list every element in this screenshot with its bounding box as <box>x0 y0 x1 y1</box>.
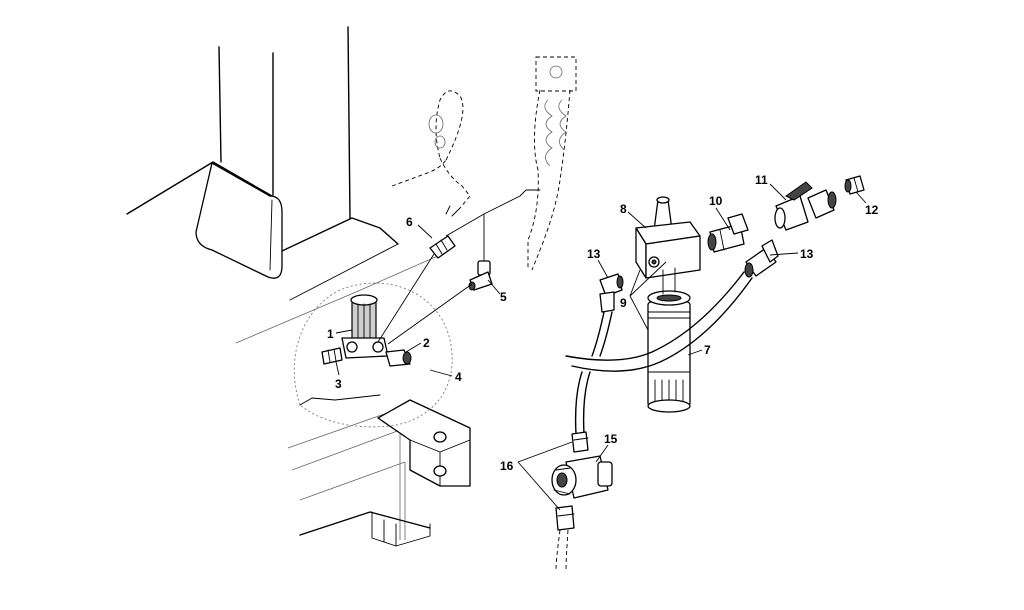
elbow-fitting-5 <box>468 260 493 291</box>
label-9: 9 <box>620 296 627 310</box>
label-12: 12 <box>865 203 879 217</box>
elbow-fitting-13a <box>599 273 624 313</box>
filter-bowl-7 <box>647 267 691 413</box>
long-hose <box>483 56 577 271</box>
fitting-2 <box>385 349 412 367</box>
detail-edge <box>299 394 381 406</box>
label-3: 3 <box>335 377 342 391</box>
label-2: 2 <box>423 336 430 350</box>
label-13a: 13 <box>587 247 601 261</box>
label-5: 5 <box>500 290 507 304</box>
label-8: 8 <box>620 202 627 216</box>
fitting-16b <box>555 505 575 531</box>
plug-fitting-12 <box>844 175 865 195</box>
pressure-regulator <box>341 294 389 359</box>
ball-valve-11 <box>774 181 837 231</box>
label-11: 11 <box>755 173 768 187</box>
label-10: 10 <box>709 194 723 208</box>
spray-gun-hose <box>391 90 471 217</box>
valve-block-8 <box>635 196 701 279</box>
label-7: 7 <box>704 343 711 357</box>
tee-fitting-10 <box>707 213 749 253</box>
fitting-3 <box>321 347 343 365</box>
label-13b: 13 <box>800 247 814 261</box>
detail-circle <box>293 282 453 428</box>
label-4: 4 <box>455 370 462 384</box>
callout-labels: 1 2 3 4 5 6 7 8 9 10 11 12 13 13 15 16 <box>327 173 879 473</box>
air-hoses <box>555 271 753 571</box>
label-1: 1 <box>327 327 334 341</box>
fitting-6 <box>429 235 456 259</box>
label-15: 15 <box>604 432 618 446</box>
elbow-fitting-13b <box>744 239 779 278</box>
pressure-regulator-15 <box>551 455 613 499</box>
label-6: 6 <box>406 215 413 229</box>
leader-lines <box>335 183 867 511</box>
fitting-16a <box>571 431 589 453</box>
label-16: 16 <box>500 459 514 473</box>
machine-frame <box>126 26 471 547</box>
